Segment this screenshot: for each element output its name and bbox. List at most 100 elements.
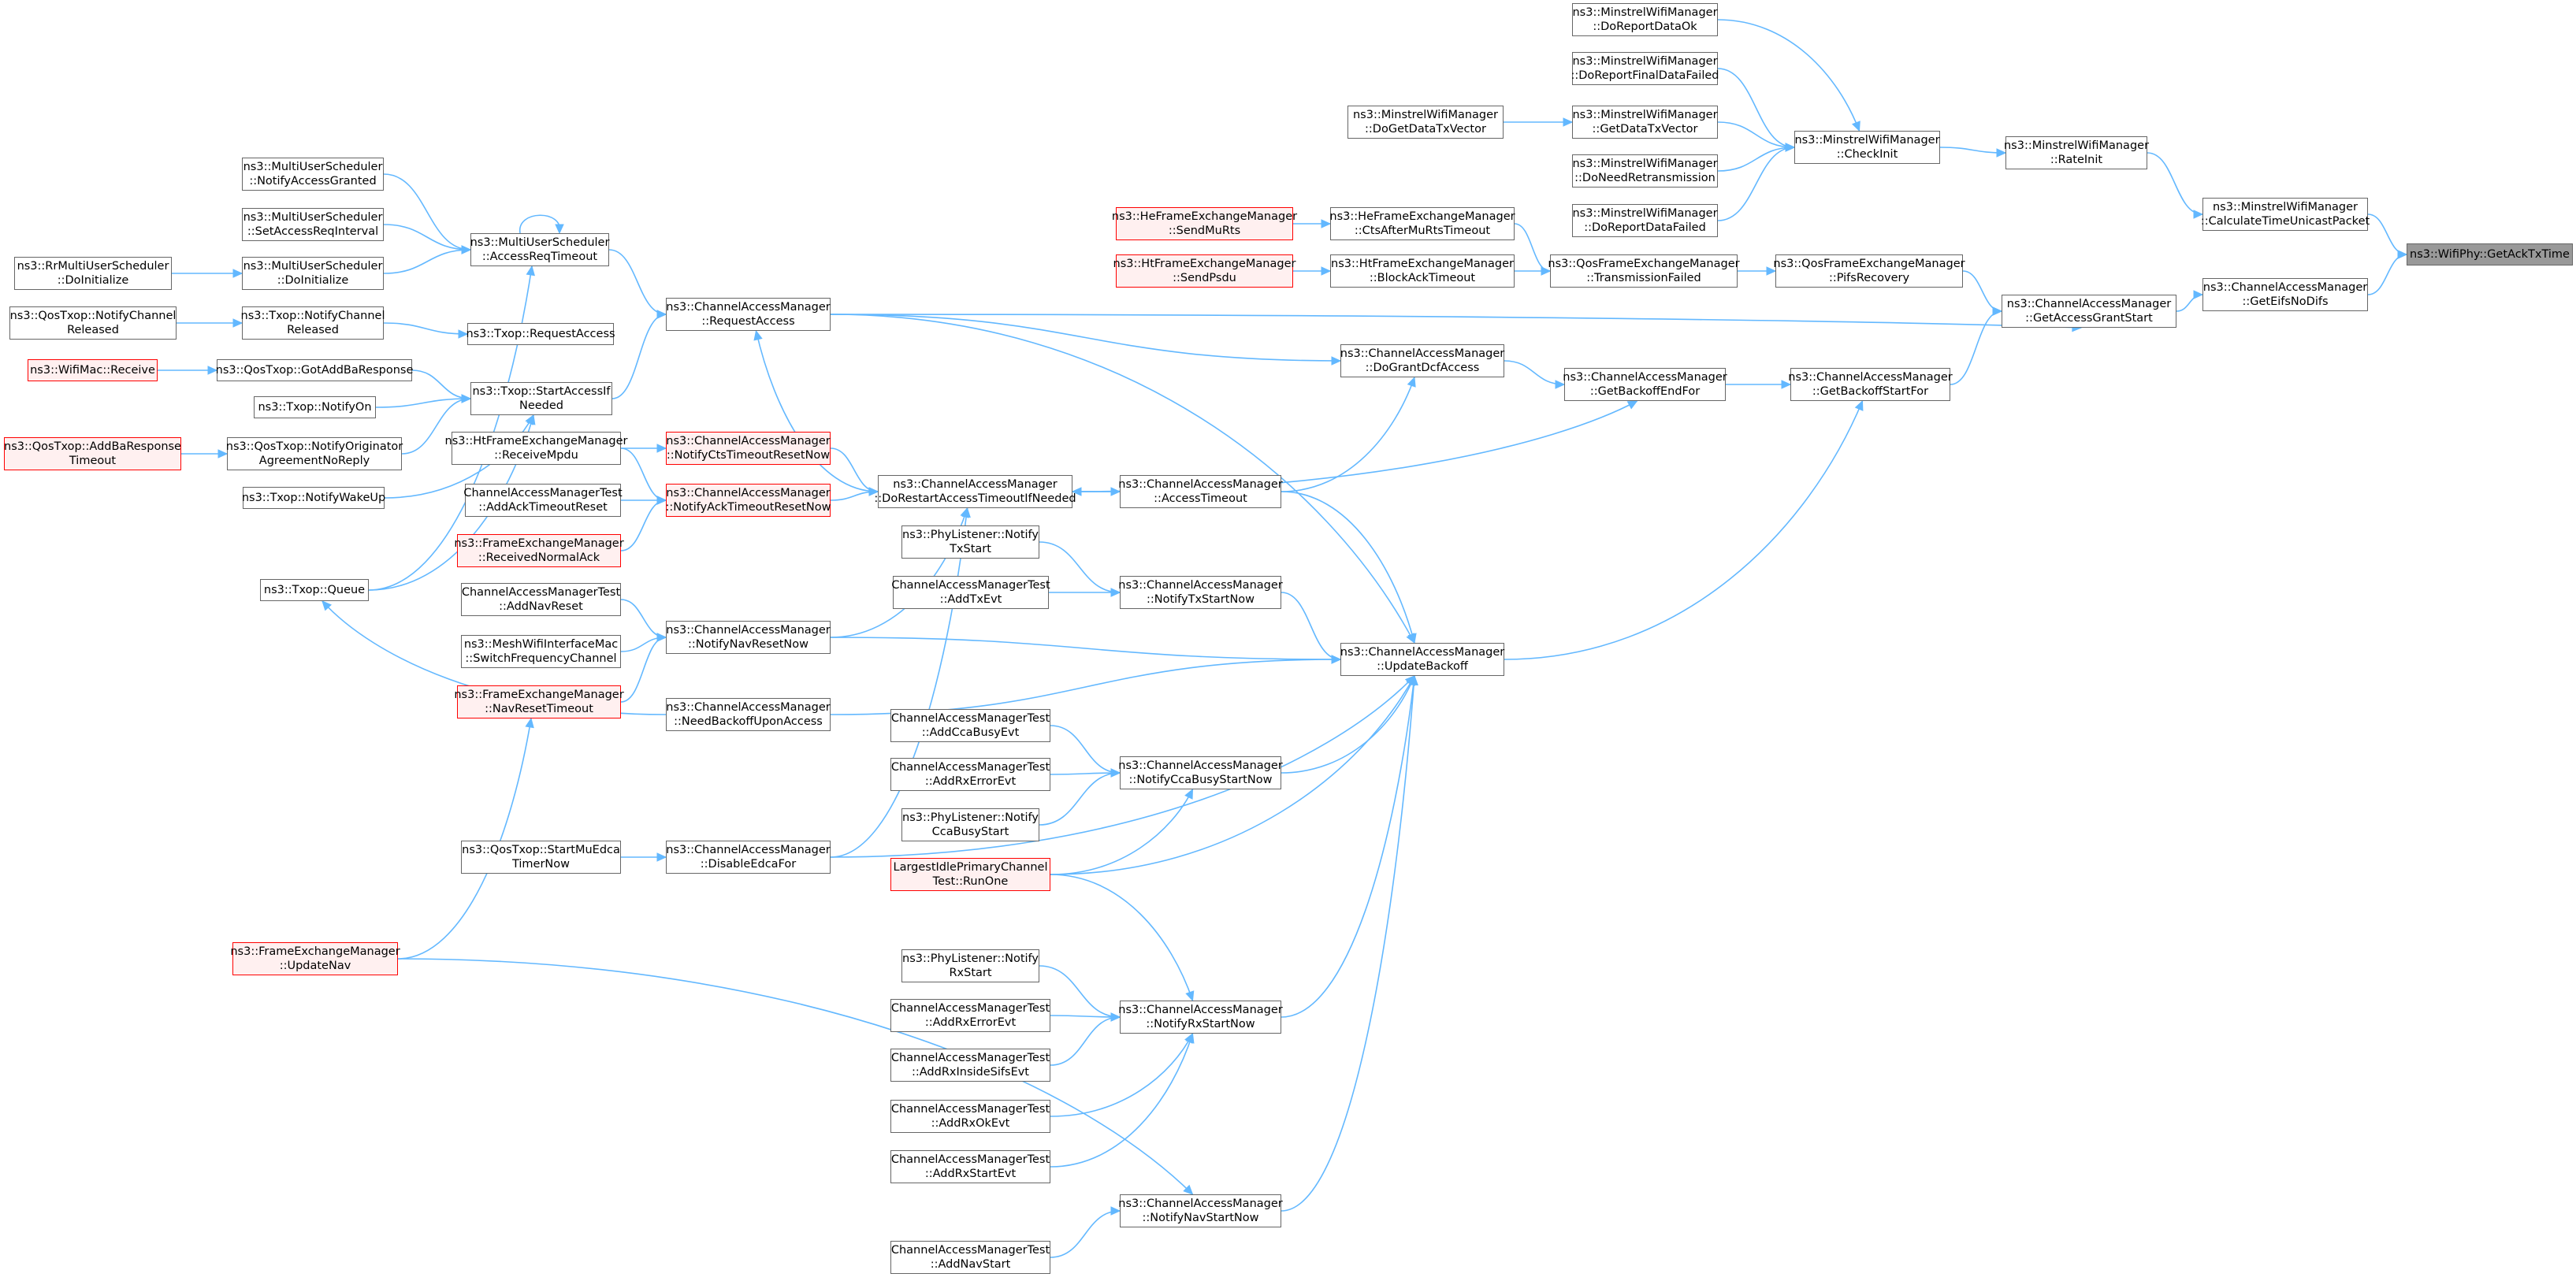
node-camt_rxerr2[interactable]: ChannelAccessManagerTest::AddRxErrorEvt xyxy=(890,999,1050,1032)
node-txop_queue[interactable]: ns3::Txop::Queue xyxy=(260,579,369,601)
edge-htrecv-to-nack xyxy=(620,447,667,501)
node-dedca[interactable]: ns3::ChannelAccessManager::DisableEdcaFo… xyxy=(666,841,831,874)
node-label-line: ns3::ChannelAccessManager xyxy=(666,624,831,637)
node-checkinit[interactable]: ns3::MinstrelWifiManager::CheckInit xyxy=(1794,131,1940,164)
edge-arrowhead xyxy=(1110,1206,1121,1216)
node-drestart[interactable]: ns3::ChannelAccessManager::DoRestartAcce… xyxy=(874,475,1076,508)
node-dgdcf[interactable]: ns3::ChannelAccessManager::DoGrantDcfAcc… xyxy=(1340,344,1504,377)
node-drffail[interactable]: ns3::MinstrelWifiManager::DoReportFinalD… xyxy=(1571,52,1719,85)
node-camt_ackreset[interactable]: ChannelAccessManagerTest::AddAckTimeoutR… xyxy=(463,484,623,517)
node-wifimac[interactable]: ns3::WifiMac::Receive xyxy=(28,359,158,381)
node-gdtx[interactable]: ns3::MinstrelWifiManager::GetDataTxVecto… xyxy=(1572,106,1718,139)
node-ctu[interactable]: ns3::MinstrelWifiManager::CalculateTimeU… xyxy=(2201,198,2370,231)
node-mus_sari[interactable]: ns3::MultiUserScheduler::SetAccessReqInt… xyxy=(242,208,384,241)
node-drdfail[interactable]: ns3::MinstrelWifiManager::DoReportDataFa… xyxy=(1572,204,1718,237)
node-gags[interactable]: ns3::ChannelAccessManager::GetAccessGran… xyxy=(2002,295,2176,328)
node-rateinit[interactable]: ns3::MinstrelWifiManager::RateInit xyxy=(2004,136,2149,169)
node-updback[interactable]: ns3::ChannelAccessManager::UpdateBackoff xyxy=(1340,643,1504,676)
edge-arrowhead xyxy=(656,633,667,642)
node-label-line: ChannelAccessManagerTest xyxy=(890,1244,1050,1257)
edge-arrowhead xyxy=(1331,655,1342,664)
edge-pl_tx-to-ntxs xyxy=(1039,541,1121,593)
node-camt_navr[interactable]: ChannelAccessManagerTest::AddNavReset xyxy=(461,583,621,616)
node-label-line: ns3::QosFrameExchangeManager xyxy=(1548,258,1740,270)
node-nnavs[interactable]: ns3::ChannelAccessManager::NotifyNavStar… xyxy=(1118,1194,1283,1227)
node-htrecv[interactable]: ns3::HtFrameExchangeManager::ReceiveMpdu xyxy=(445,432,627,465)
node-camt_rxok[interactable]: ChannelAccessManagerTest::AddRxOkEvt xyxy=(890,1100,1050,1133)
node-mesh[interactable]: ns3::MeshWifiInterfaceMac::SwitchFrequen… xyxy=(461,635,621,668)
edge-arrowhead xyxy=(1626,400,1638,410)
node-label-line: Test::RunOne xyxy=(932,875,1009,888)
edge-hects-to-qostf xyxy=(1514,223,1551,272)
node-ncts[interactable]: ns3::ChannelAccessManager::NotifyCtsTime… xyxy=(666,432,831,465)
node-txop_nwu[interactable]: ns3::Txop::NotifyWakeUp xyxy=(242,487,385,509)
node-camt_rxstart[interactable]: ChannelAccessManagerTest::AddRxStartEvt xyxy=(890,1150,1050,1183)
node-label-line: Needed xyxy=(519,399,564,412)
node-camt_cca[interactable]: ChannelAccessManagerTest::AddCcaBusyEvt xyxy=(890,709,1050,742)
node-label-line: ::AddRxErrorEvt xyxy=(924,1016,1017,1029)
edge-arrowhead xyxy=(1183,1184,1194,1195)
node-camt_navs[interactable]: ChannelAccessManagerTest::AddNavStart xyxy=(890,1241,1050,1274)
node-qos_gabr[interactable]: ns3::QosTxop::GotAddBaResponse xyxy=(216,359,413,381)
edge-reqacc-to-dgdcf xyxy=(830,314,1341,362)
node-qostf[interactable]: ns3::QosFrameExchangeManager::Transmissi… xyxy=(1548,254,1740,288)
node-ncbs[interactable]: ns3::ChannelAccessManager::NotifyCcaBusy… xyxy=(1118,756,1283,789)
node-label-line: ns3::ChannelAccessManager xyxy=(666,844,831,856)
node-camt_tx[interactable]: ChannelAccessManagerTest::AddTxEvt xyxy=(891,576,1050,609)
node-txop_ra[interactable]: ns3::Txop::RequestAccess xyxy=(466,323,615,345)
node-label-line: ::NotifyNavResetNow xyxy=(687,638,809,651)
node-pifs[interactable]: ns3::QosFrameExchangeManager::PifsRecove… xyxy=(1773,254,1965,288)
edge-arrowhead xyxy=(1555,380,1566,389)
edge-ctu-to-root xyxy=(2367,214,2407,255)
node-nrxs[interactable]: ns3::ChannelAccessManager::NotifyRxStart… xyxy=(1118,1001,1283,1034)
node-label-line: ::AddTxEvt xyxy=(939,593,1002,606)
node-label-line: ::NotifyNavStartNow xyxy=(1142,1212,1259,1224)
node-acctout[interactable]: ns3::ChannelAccessManager::AccessTimeout xyxy=(1118,475,1283,508)
node-fem_unav[interactable]: ns3::FrameExchangeManager::UpdateNav xyxy=(230,942,400,975)
node-fem_nrt[interactable]: ns3::FrameExchangeManager::NavResetTimeo… xyxy=(454,685,624,718)
node-label-line: ::RateInit xyxy=(2050,154,2103,166)
node-gbef[interactable]: ns3::ChannelAccessManager::GetBackoffEnd… xyxy=(1563,368,1727,401)
node-ntxs[interactable]: ns3::ChannelAccessManager::NotifyTxStart… xyxy=(1118,576,1283,609)
node-nnavr[interactable]: ns3::ChannelAccessManager::NotifyNavRese… xyxy=(666,621,831,654)
node-mus_art[interactable]: ns3::MultiUserScheduler::AccessReqTimeou… xyxy=(470,233,609,266)
node-label-line: ns3::MinstrelWifiManager xyxy=(1352,109,1499,121)
node-dnr[interactable]: ns3::MinstrelWifiManager::DoNeedRetransm… xyxy=(1572,154,1718,188)
node-txop_on[interactable]: ns3::Txop::NotifyOn xyxy=(254,396,376,418)
node-nbua[interactable]: ns3::ChannelAccessManager::NeedBackoffUp… xyxy=(666,698,831,731)
node-eifs[interactable]: ns3::ChannelAccessManager::GetEifsNoDifs xyxy=(2202,278,2368,311)
edge-arrowhead xyxy=(2193,290,2204,299)
node-reqacc[interactable]: ns3::ChannelAccessManager::RequestAccess xyxy=(666,298,831,331)
node-label-line: ::NotifyAccessGranted xyxy=(249,175,377,188)
edge-fem_unav-to-fem_nrt xyxy=(397,718,532,960)
node-gbsf[interactable]: ns3::ChannelAccessManager::GetBackoffSta… xyxy=(1788,368,1953,401)
node-mus_nag[interactable]: ns3::MultiUserScheduler::NotifyAccessGra… xyxy=(242,158,384,191)
node-dgdtx[interactable]: ns3::MinstrelWifiManager::DoGetDataTxVec… xyxy=(1347,106,1504,139)
node-root[interactable]: ns3::WifiPhy::GetAckTxTime xyxy=(2407,243,2573,265)
edge-arrowhead xyxy=(232,269,243,278)
node-htblock[interactable]: ns3::HtFrameExchangeManager::BlockAckTim… xyxy=(1330,254,1515,288)
node-nack[interactable]: ns3::ChannelAccessManager::NotifyAckTime… xyxy=(666,484,831,517)
node-label-line: ns3::MinstrelWifiManager xyxy=(1572,6,1718,19)
node-mus_init[interactable]: ns3::MultiUserScheduler::DoInitialize xyxy=(242,257,384,290)
node-label-line: ::GetDataTxVector xyxy=(1592,123,1698,136)
node-camt_rxerr1[interactable]: ChannelAccessManagerTest::AddRxErrorEvt xyxy=(890,758,1050,791)
edge-nnavs-to-updback xyxy=(1281,675,1415,1212)
node-htsend[interactable]: ns3::HtFrameExchangeManager::SendPsdu xyxy=(1113,254,1295,288)
node-hesend[interactable]: ns3::HeFrameExchangeManager::SendMuRts xyxy=(1112,207,1297,240)
node-drdok[interactable]: ns3::MinstrelWifiManager::DoReportDataOk xyxy=(1572,3,1718,36)
node-fem_rna[interactable]: ns3::FrameExchangeManager::ReceivedNorma… xyxy=(454,534,624,567)
node-hects[interactable]: ns3::HeFrameExchangeManager::CtsAfterMuR… xyxy=(1329,207,1515,240)
node-rr_init[interactable]: ns3::RrMultiUserScheduler::DoInitialize xyxy=(14,257,172,290)
node-camt_sifs[interactable]: ChannelAccessManagerTest::AddRxInsideSif… xyxy=(890,1049,1050,1082)
